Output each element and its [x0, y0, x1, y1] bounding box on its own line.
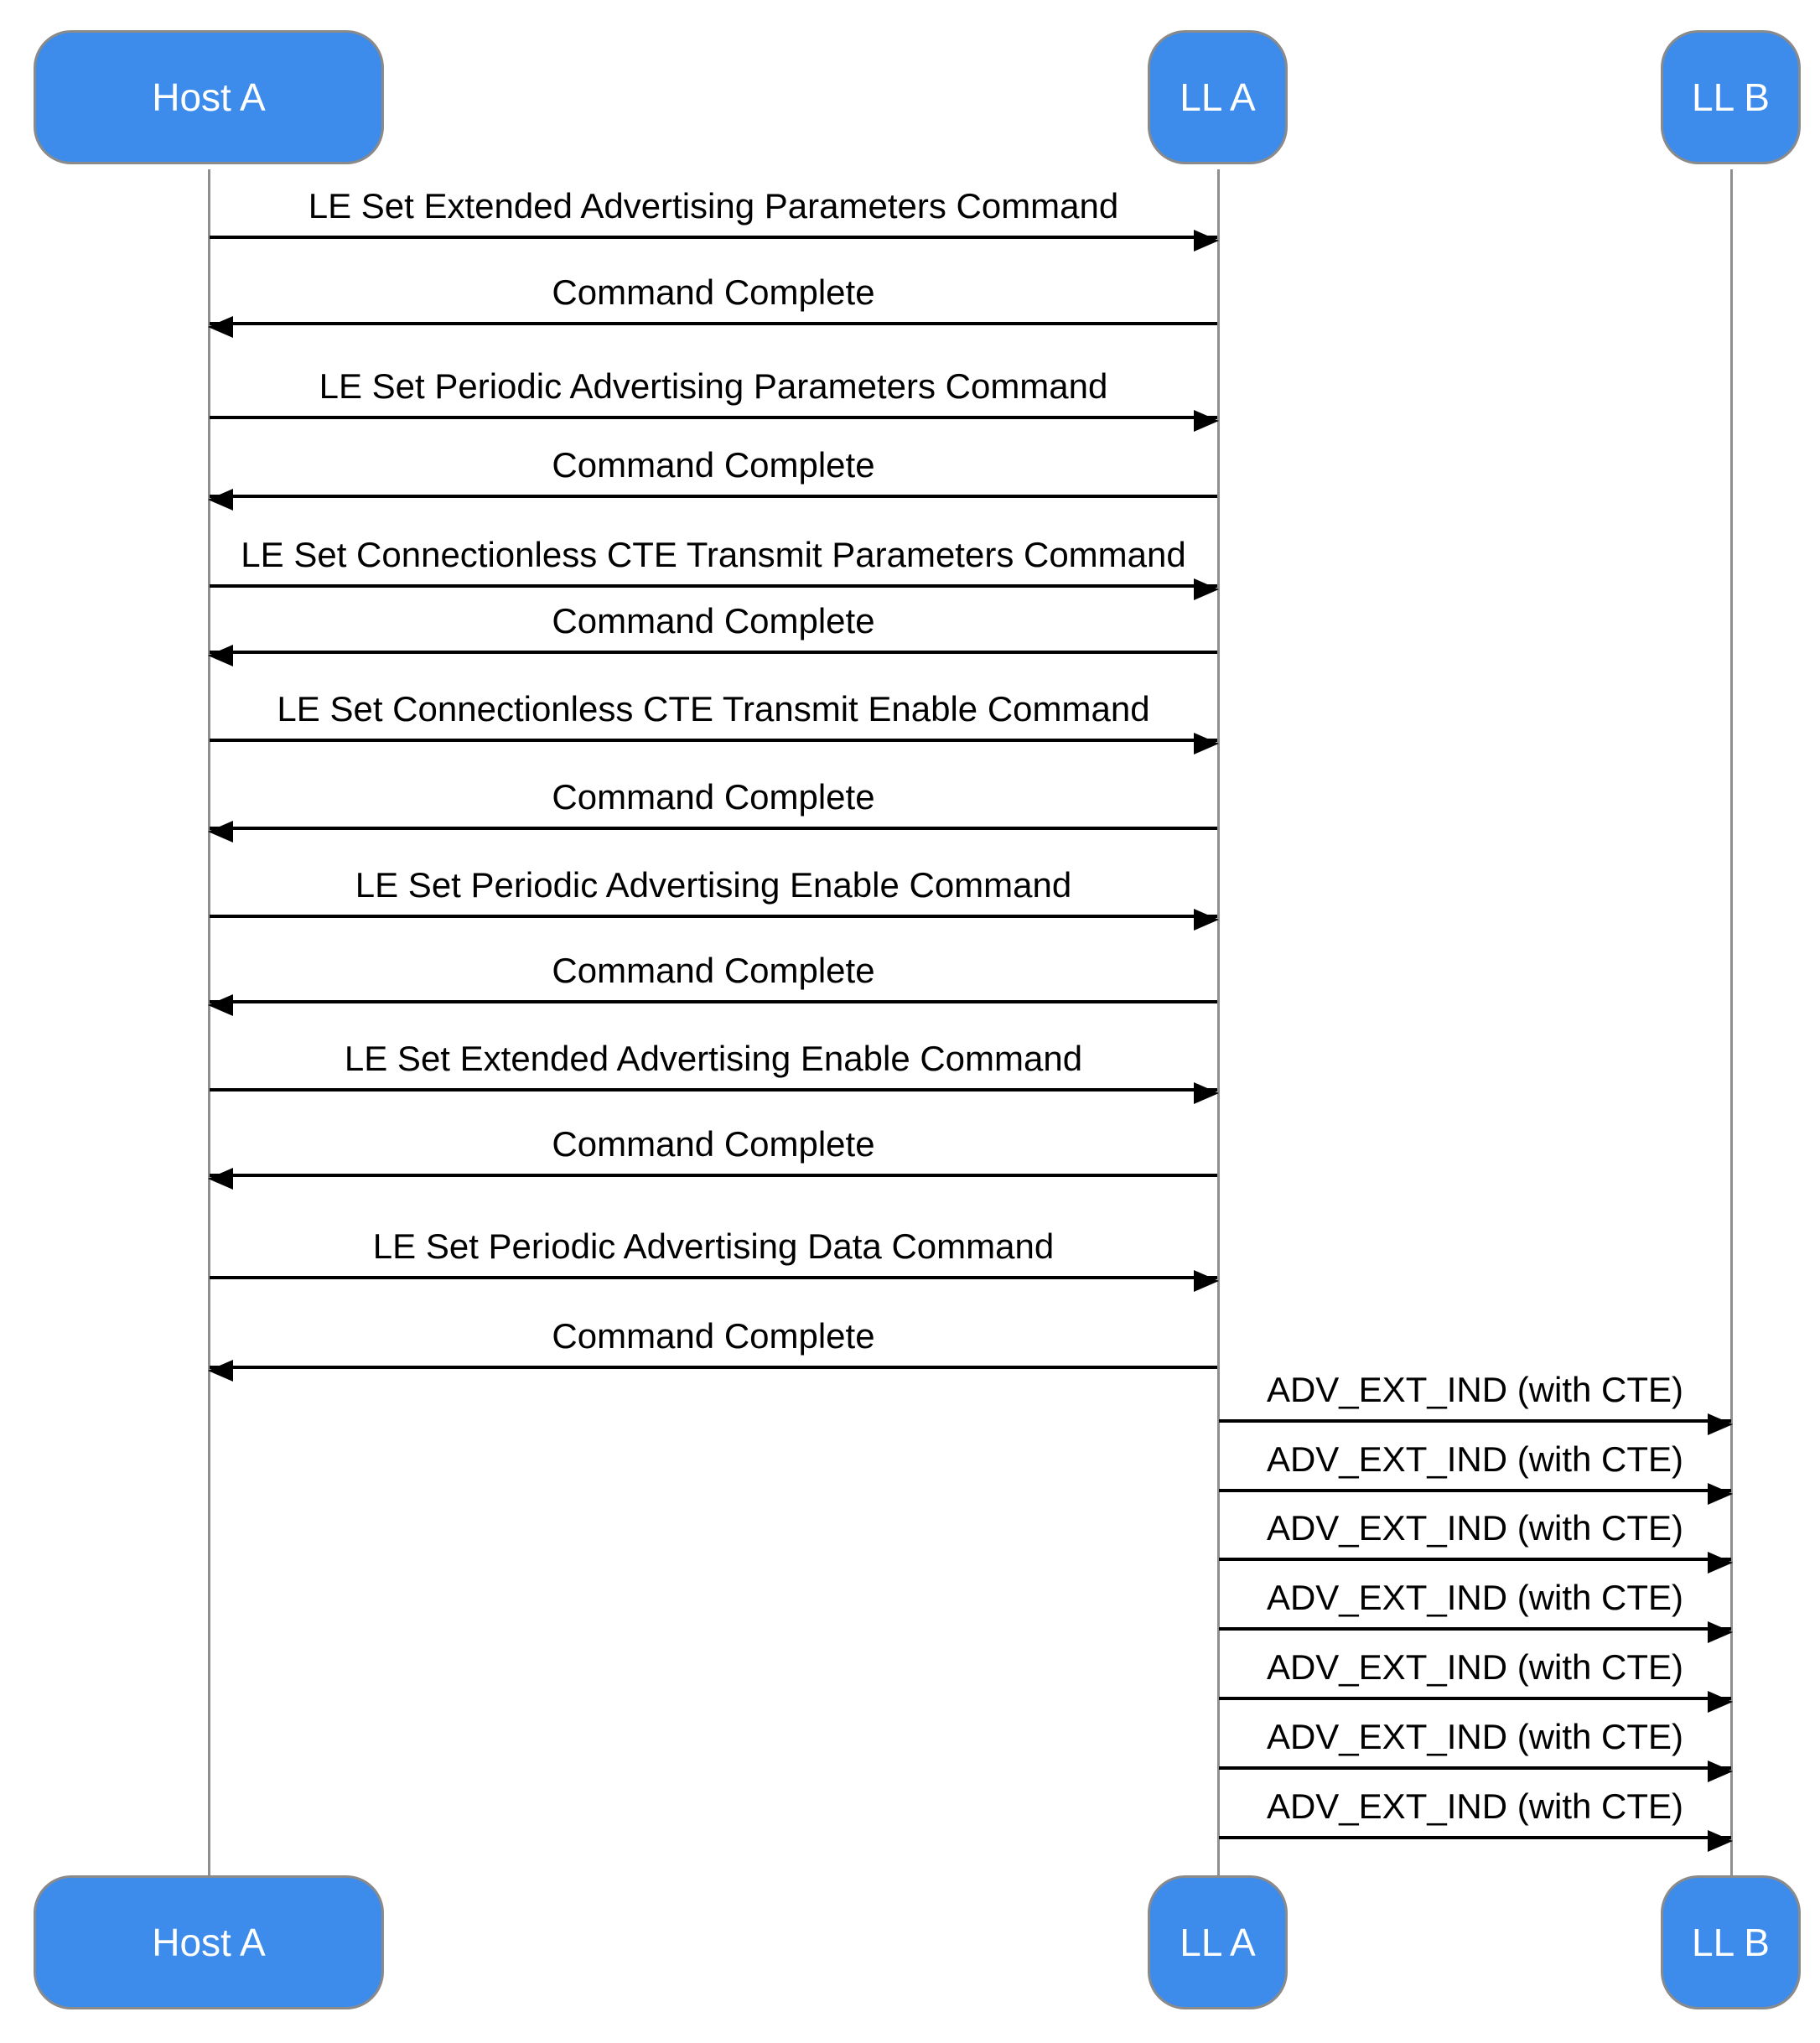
message-label: ADV_EXT_IND (with CTE) [1266, 1370, 1684, 1409]
arrow-line [210, 1082, 1219, 1104]
arrowhead-left-icon [208, 1168, 233, 1190]
message-arrow-right: LE Set Periodic Advertising Data Command [210, 1226, 1219, 1292]
message-arrow-right: ADV_EXT_IND (with CTE) [1219, 1647, 1733, 1713]
message-arrow-right: LE Set Periodic Advertising Enable Comma… [210, 865, 1219, 931]
arrow-line [1219, 1621, 1733, 1643]
arrow-line [1219, 1830, 1733, 1852]
message-arrow-right: LE Set Connectionless CTE Transmit Param… [210, 535, 1219, 600]
arrow-line [208, 316, 1217, 338]
arrowhead-right-icon [1194, 230, 1219, 251]
message-arrow-left: Command Complete [208, 1316, 1217, 1382]
arrow-line [208, 994, 1217, 1016]
message-arrow-left: Command Complete [208, 601, 1217, 666]
message-arrow-left: Command Complete [208, 445, 1217, 511]
lifeline-ll-a [1217, 169, 1220, 1875]
arrow-line [208, 1360, 1217, 1382]
arrow-line [210, 909, 1219, 931]
message-label: Command Complete [552, 1316, 875, 1356]
actor-ll-b-top: LL B [1661, 30, 1801, 164]
arrowhead-right-icon [1194, 1270, 1219, 1292]
arrow-line [208, 821, 1217, 843]
arrowhead-right-icon [1194, 733, 1219, 754]
arrow-line [1219, 1691, 1733, 1713]
arrowhead-right-icon [1194, 909, 1219, 931]
arrowhead-right-icon [1708, 1552, 1733, 1574]
arrow-line [1219, 1552, 1733, 1574]
message-label: ADV_EXT_IND (with CTE) [1266, 1717, 1684, 1756]
message-arrow-right: ADV_EXT_IND (with CTE) [1219, 1786, 1733, 1852]
message-label: LE Set Connectionless CTE Transmit Enabl… [277, 689, 1150, 729]
arrowhead-left-icon [208, 316, 233, 338]
message-label: ADV_EXT_IND (with CTE) [1266, 1578, 1684, 1617]
arrowhead-right-icon [1708, 1830, 1733, 1852]
arrowhead-left-icon [208, 489, 233, 511]
message-arrow-right: LE Set Extended Advertising Parameters C… [210, 186, 1219, 251]
message-label: LE Set Periodic Advertising Data Command [372, 1226, 1055, 1266]
arrow-line [208, 1168, 1217, 1190]
arrowhead-right-icon [1708, 1691, 1733, 1713]
arrow-line [210, 1270, 1219, 1292]
arrow-line [210, 578, 1219, 600]
message-arrow-left: Command Complete [208, 1124, 1217, 1190]
message-arrow-right: ADV_EXT_IND (with CTE) [1219, 1439, 1733, 1505]
message-arrow-right: ADV_EXT_IND (with CTE) [1219, 1508, 1733, 1574]
message-label: Command Complete [552, 951, 875, 990]
arrowhead-right-icon [1708, 1483, 1733, 1505]
arrowhead-left-icon [208, 1360, 233, 1382]
message-label: Command Complete [552, 272, 875, 312]
message-label: Command Complete [552, 1124, 875, 1164]
arrowhead-left-icon [208, 821, 233, 843]
message-arrow-left: Command Complete [208, 777, 1217, 843]
lifeline-ll-b [1730, 169, 1733, 1875]
message-label: LE Set Connectionless CTE Transmit Param… [241, 535, 1186, 574]
arrow-line [1219, 1760, 1733, 1782]
arrowhead-left-icon [208, 645, 233, 666]
arrow-line [208, 645, 1217, 666]
arrowhead-right-icon [1708, 1413, 1733, 1435]
message-label: LE Set Periodic Advertising Parameters C… [319, 366, 1108, 406]
message-arrow-right: LE Set Connectionless CTE Transmit Enabl… [210, 689, 1219, 754]
message-arrow-left: Command Complete [208, 951, 1217, 1016]
actor-ll-a-top: LL A [1148, 30, 1288, 164]
arrow-line [208, 489, 1217, 511]
actor-ll-a-bottom: LL A [1148, 1875, 1288, 2009]
message-label: Command Complete [552, 445, 875, 485]
message-label: LE Set Extended Advertising Enable Comma… [344, 1039, 1083, 1078]
arrowhead-right-icon [1708, 1760, 1733, 1782]
lifeline-host-a [208, 169, 210, 1875]
arrow-line [210, 230, 1219, 251]
arrowhead-right-icon [1194, 578, 1219, 600]
message-arrow-right: LE Set Extended Advertising Enable Comma… [210, 1039, 1219, 1104]
message-arrow-right: LE Set Periodic Advertising Parameters C… [210, 366, 1219, 432]
actor-host-a-bottom: Host A [34, 1875, 384, 2009]
message-arrow-right: ADV_EXT_IND (with CTE) [1219, 1717, 1733, 1782]
arrowhead-right-icon [1194, 1082, 1219, 1104]
message-arrow-right: ADV_EXT_IND (with CTE) [1219, 1370, 1733, 1435]
arrow-line [210, 410, 1219, 432]
message-label: ADV_EXT_IND (with CTE) [1266, 1786, 1684, 1826]
message-label: Command Complete [552, 777, 875, 817]
actor-host-a-top: Host A [34, 30, 384, 164]
message-label: ADV_EXT_IND (with CTE) [1266, 1508, 1684, 1548]
message-arrow-right: ADV_EXT_IND (with CTE) [1219, 1578, 1733, 1643]
arrowhead-right-icon [1194, 410, 1219, 432]
arrow-line [1219, 1413, 1733, 1435]
message-label: Command Complete [552, 601, 875, 640]
message-label: LE Set Periodic Advertising Enable Comma… [355, 865, 1072, 905]
arrowhead-right-icon [1708, 1621, 1733, 1643]
arrow-line [210, 733, 1219, 754]
actor-ll-b-bottom: LL B [1661, 1875, 1801, 2009]
message-arrow-left: Command Complete [208, 272, 1217, 338]
arrowhead-left-icon [208, 994, 233, 1016]
message-label: ADV_EXT_IND (with CTE) [1266, 1647, 1684, 1687]
message-label: LE Set Extended Advertising Parameters C… [308, 186, 1119, 226]
arrow-line [1219, 1483, 1733, 1505]
message-label: ADV_EXT_IND (with CTE) [1266, 1439, 1684, 1479]
